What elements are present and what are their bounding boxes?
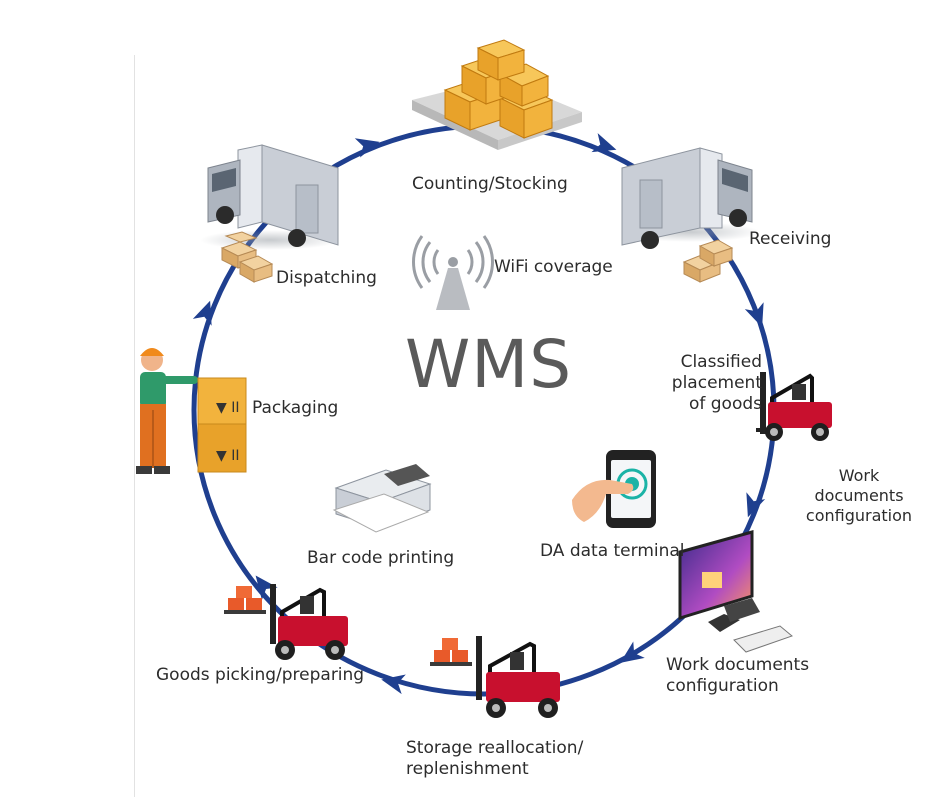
- tablet-hand-icon: [572, 450, 656, 528]
- label-counting-stocking: Counting/Stocking: [412, 174, 568, 194]
- label-packaging: Packaging: [252, 398, 339, 418]
- forklift-icon: [476, 636, 560, 718]
- label-da-data-terminal: DA data terminal: [540, 541, 685, 561]
- label-work-documents-1: Work documents configuration: [805, 466, 913, 525]
- arrow-head: [591, 133, 617, 153]
- label-storage-reallocation: Storage reallocation/ replenishment: [406, 738, 584, 779]
- package-stack-icon: [430, 638, 472, 666]
- cycle-arrows: [192, 133, 766, 695]
- svg-text:▼ II: ▼ II: [216, 400, 239, 416]
- truck-icon: [620, 147, 760, 249]
- diagram-title: WMS: [405, 326, 573, 403]
- arrow-head: [620, 641, 645, 663]
- printer-icon: [332, 464, 432, 533]
- forklift-icon: [270, 584, 348, 660]
- svg-text:▼ II: ▼ II: [216, 448, 239, 464]
- arrow-head: [192, 300, 212, 326]
- package-stack-icon: [224, 586, 266, 614]
- label-classified-placement: Classified placement of goods: [671, 352, 762, 414]
- forklift-icon: [756, 372, 832, 441]
- label-dispatching: Dispatching: [276, 268, 377, 288]
- arrow-head: [354, 138, 380, 158]
- arrow-head: [744, 302, 764, 328]
- pallet-boxes-icon: [412, 39, 582, 150]
- arrow-head: [381, 674, 406, 695]
- label-wifi-coverage: WiFi coverage: [494, 257, 613, 277]
- package-stack-icon: [682, 239, 734, 283]
- package-stack-icon: [220, 231, 274, 283]
- label-goods-picking: Goods picking/preparing: [156, 665, 365, 685]
- monitor-icon: [678, 530, 793, 653]
- wifi-tower-icon: [412, 235, 494, 310]
- package-icon: ▼ II ▼ II: [197, 377, 247, 473]
- label-receiving: Receiving: [749, 229, 832, 249]
- label-bar-code-printing: Bar code printing: [307, 548, 455, 568]
- label-work-documents-2: Work documents configuration: [666, 655, 810, 696]
- frame-line: [134, 55, 135, 797]
- arrow-head: [746, 492, 766, 518]
- truck-icon: [200, 144, 340, 250]
- arrow-head: [255, 575, 278, 600]
- worker-icon: [136, 348, 198, 474]
